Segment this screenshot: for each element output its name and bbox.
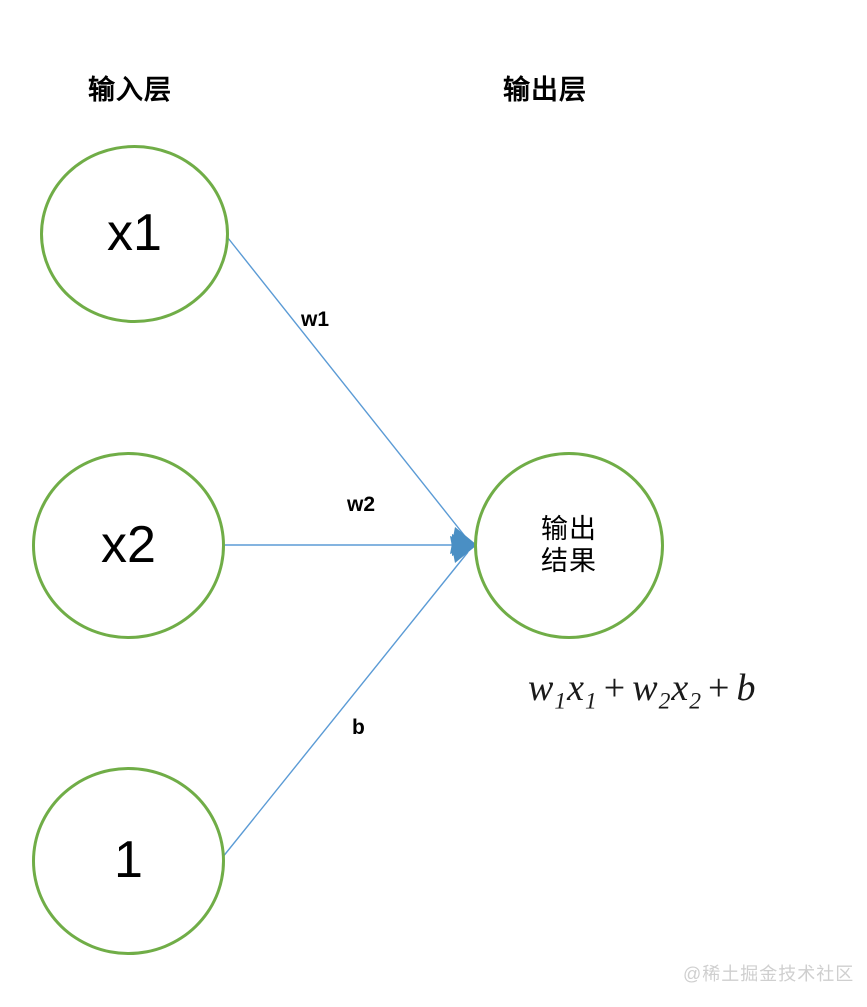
formula-operator-plus-2: + — [708, 667, 731, 709]
watermark: @稀土掘金技术社区 — [683, 964, 855, 984]
edge-w1-line — [227, 237, 469, 541]
formula-term-w1: w1 — [528, 667, 568, 715]
formula-term-w2: w2 — [632, 667, 672, 715]
formula-term-b: b — [736, 667, 757, 709]
output-formula: w1x1+w2x2+b — [528, 666, 756, 716]
node-output-label: 输出 结果 — [541, 513, 597, 576]
output-layer-title: 输出层 — [503, 75, 587, 105]
node-bias[interactable]: 1 — [32, 767, 225, 955]
formula-operator-plus-1: + — [603, 667, 627, 709]
arrowhead-b — [450, 536, 477, 563]
node-output[interactable]: 输出 结果 — [474, 452, 664, 639]
edge-label-w2: w2 — [347, 493, 376, 516]
edge-b-line — [221, 551, 469, 859]
input-layer-title: 输入层 — [88, 75, 172, 105]
node-x2[interactable]: x2 — [32, 452, 225, 639]
node-x1-label: x1 — [107, 204, 162, 263]
node-x2-label: x2 — [101, 515, 156, 574]
edge-arrowheads — [450, 527, 477, 563]
node-bias-label: 1 — [114, 831, 143, 890]
formula-term-x2: x2 — [671, 667, 703, 715]
node-x1[interactable]: x1 — [40, 145, 229, 323]
edge-label-b: b — [352, 716, 365, 739]
formula-term-x1: x1 — [567, 667, 598, 715]
edge-label-w1: w1 — [301, 308, 330, 331]
